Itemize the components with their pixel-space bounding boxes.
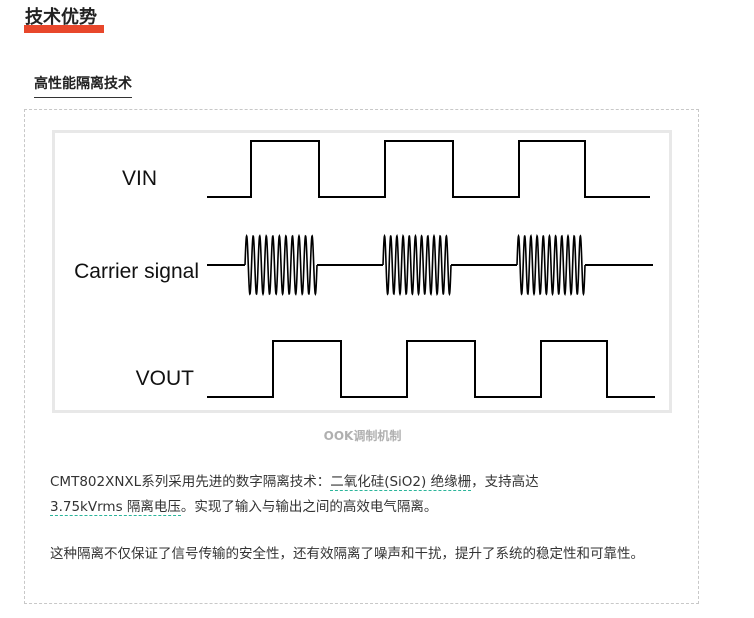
carrier-burst-1: [244, 233, 318, 297]
carrier-burst-3: [516, 233, 586, 297]
figure-caption: OOK调制机制: [323, 429, 402, 443]
p1-text-3: 。实现了输入与输出之间的高效电气隔离。: [180, 499, 438, 515]
paragraph-2: 这种隔离不仅保证了信号传输的安全性，还有效隔离了噪声和干扰，提升了系统的稳定性和…: [50, 546, 644, 562]
content-frame: [24, 109, 699, 604]
paragraph-1: CMT802XNXL系列采用先进的数字隔离技术：二氧化硅(SiO2) 绝缘栅，支…: [50, 470, 680, 520]
vout-waveform: [207, 340, 655, 398]
vin-waveform: [207, 140, 650, 198]
p1-highlight-2: 3.75kVrms 隔离电压: [50, 499, 181, 516]
carrier-burst-2: [382, 233, 452, 297]
section-title: 技术优势: [25, 7, 97, 28]
p1-highlight-1: 二氧化硅(SiO2) 绝缘栅: [330, 474, 472, 491]
p1-text-2: ，支持高达: [471, 474, 539, 490]
section-title-underline: [24, 25, 104, 33]
vin-label: VIN: [122, 167, 157, 190]
ook-diagram-svg: VIN Carrier signal VOUT: [74, 140, 655, 398]
p1-text-1: CMT802XNXL系列采用先进的数字隔离技术：: [50, 474, 331, 490]
vout-label: VOUT: [136, 367, 195, 390]
subtitle: 高性能隔离技术: [34, 74, 132, 98]
ook-diagram: VIN Carrier signal VOUT: [52, 130, 672, 413]
carrier-label: Carrier signal: [74, 260, 199, 283]
